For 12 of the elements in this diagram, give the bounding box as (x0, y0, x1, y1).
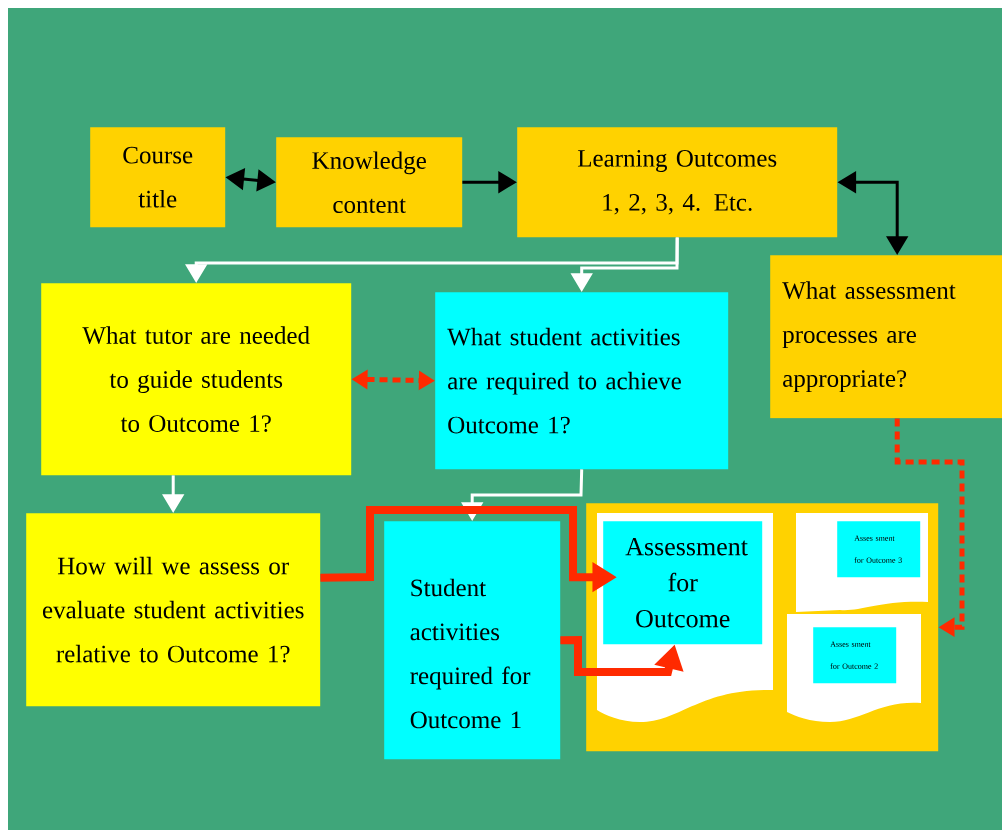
question-box: What student activities are required to achieve Outcome 1? (435, 292, 729, 470)
assessment-box: Assessment for Outcome (603, 521, 763, 645)
process-box: Learning Outcomes 1, 2, 3, 4. Etc. (517, 127, 838, 238)
question-box: How will we assess or evaluate student activities relative to Outcome 1? (26, 513, 321, 707)
question-box: What assessment processes are appropriate? (770, 255, 1002, 419)
assessment-box: Asses sment for Outcome 2 (813, 627, 897, 684)
assessment-box: Asses sment for Outcome 3 (837, 521, 921, 578)
process-box: Course title (90, 127, 226, 228)
arrow (894, 418, 965, 638)
process-box: Student activities required for Outcome 1 (384, 521, 561, 760)
process-box: Knowledge content (276, 137, 463, 228)
question-box: What tutor are needed to guide students to Outcome 1? (41, 283, 352, 476)
